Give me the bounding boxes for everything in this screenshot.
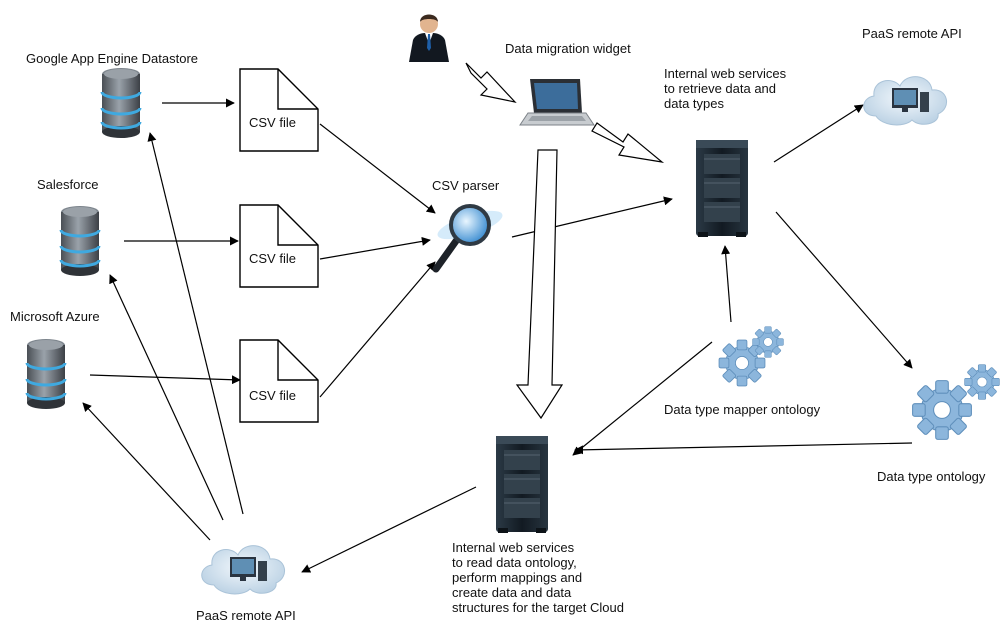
cloud-icon-paas-bottom xyxy=(201,545,286,595)
arrow-csv1-to-parser xyxy=(319,123,436,214)
arrow-widget-down xyxy=(515,149,564,420)
laptop-icon xyxy=(519,79,595,126)
magnifier-icon xyxy=(432,204,503,273)
gae-datastore-label: Google App Engine Datastore xyxy=(26,51,199,66)
gear-icon-mapper xyxy=(718,326,784,387)
csv-file-label-3: CSV file xyxy=(249,388,296,403)
arrow-mapper-to-server-top xyxy=(721,245,732,323)
arrow-azure-to-csv3 xyxy=(89,374,241,385)
hollow-arrows xyxy=(465,62,665,420)
arrow-mapper-to-server-bottom xyxy=(572,341,713,456)
arrow-widget-to-server xyxy=(591,122,665,163)
server-icon-read xyxy=(495,435,549,534)
arrow-paas-to-salesforce xyxy=(109,274,224,521)
database-icon-azure xyxy=(25,337,67,411)
cloud-icon-paas-top xyxy=(863,76,948,126)
ws-read-label: Internal web services to read data ontol… xyxy=(452,540,624,615)
arrow-paas-to-gae xyxy=(147,132,244,515)
connectors xyxy=(82,98,913,573)
csv-file-label-1: CSV file xyxy=(249,115,296,130)
csv-file-label-2: CSV file xyxy=(249,251,296,266)
migration-widget-label: Data migration widget xyxy=(505,41,631,56)
arrow-server-to-paas-top xyxy=(773,104,864,163)
arrow-server-bottom-to-paas xyxy=(301,486,477,573)
salesforce-label: Salesforce xyxy=(37,177,99,192)
gear-icon-type xyxy=(912,364,1000,440)
server-icon-retrieve xyxy=(695,139,749,238)
arrow-csv2-to-parser xyxy=(319,236,431,260)
csv-parser-label: CSV parser xyxy=(432,178,500,193)
mapper-ontology-label: Data type mapper ontology xyxy=(664,402,821,417)
arrow-type-ontology-to-server-bottom xyxy=(574,442,913,455)
database-icon-gae xyxy=(100,66,142,140)
arrow-paas-to-azure xyxy=(82,402,211,541)
document-icon-csv2 xyxy=(239,204,319,288)
arrow-csv3-to-parser xyxy=(319,261,436,398)
type-ontology-label: Data type ontology xyxy=(877,469,986,484)
arrow-server-to-type-ontology xyxy=(775,211,913,369)
paas-api-top-label: PaaS remote API xyxy=(862,26,962,41)
azure-label: Microsoft Azure xyxy=(10,309,100,324)
document-icon-csv3 xyxy=(239,339,319,423)
user-icon xyxy=(409,14,449,62)
paas-api-bottom-label: PaaS remote API xyxy=(196,608,296,623)
document-icon-csv1 xyxy=(239,68,319,152)
arrow-user-to-widget xyxy=(465,62,517,103)
ws-retrieve-label: Internal web services to retrieve data a… xyxy=(664,66,787,111)
database-icon-salesforce xyxy=(59,204,101,278)
